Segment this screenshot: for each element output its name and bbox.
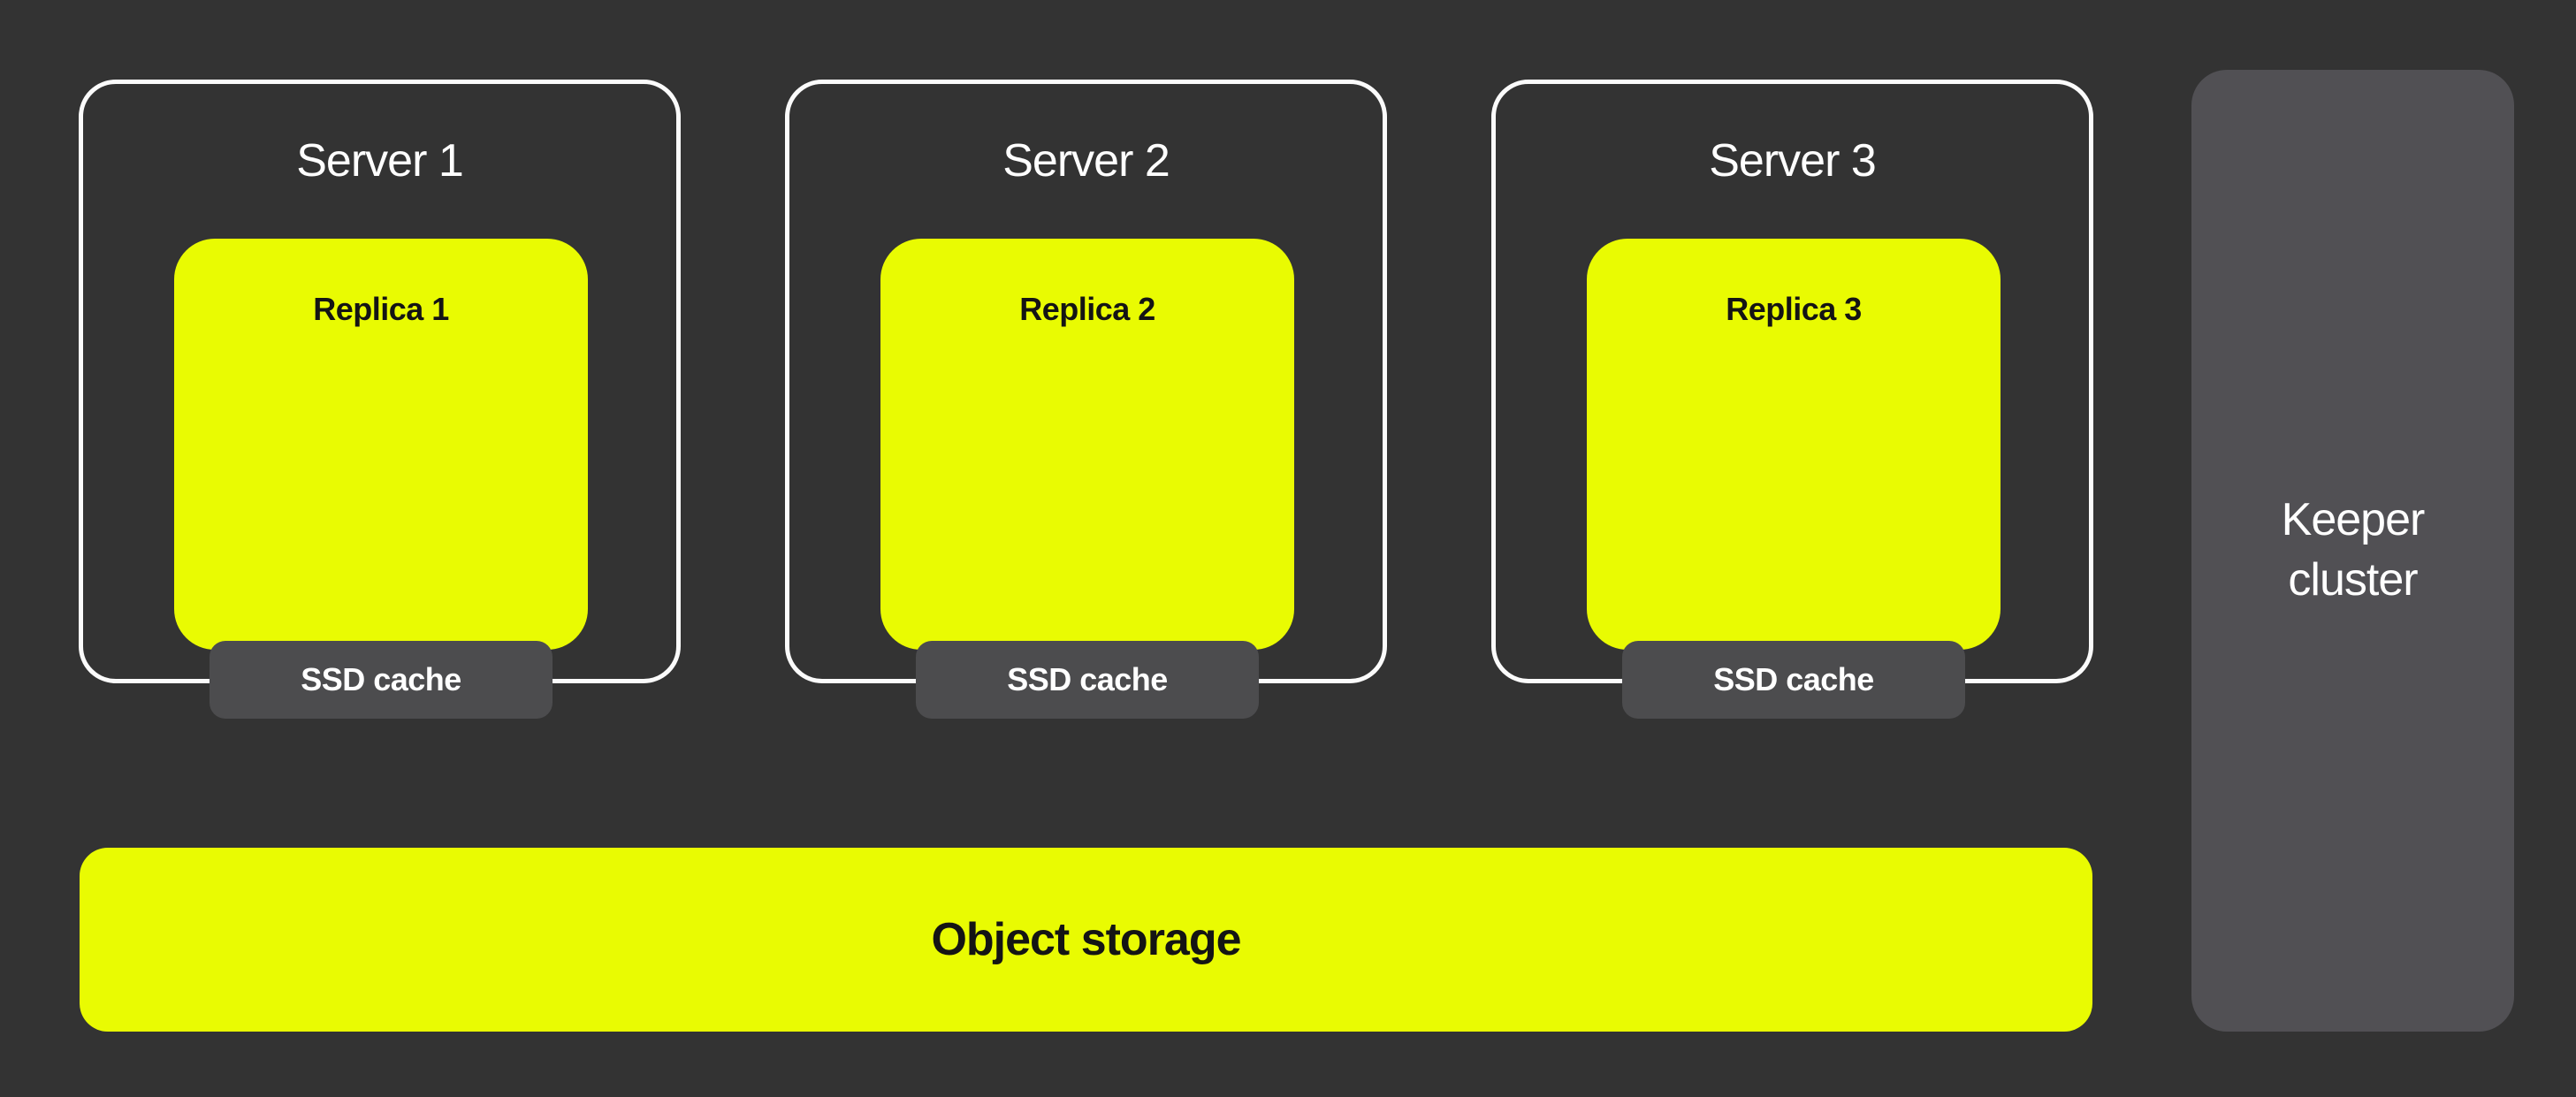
replica-3-label: Replica 3 [1726,291,1862,327]
keeper-cluster-box: Keeper cluster [2191,70,2514,1032]
ssd-cache-1-label: SSD cache [301,661,461,697]
object-storage-label: Object storage [931,914,1241,965]
replica-2-box: Replica 2 [880,239,1294,650]
replica-3-box: Replica 3 [1587,239,2001,650]
ssd-cache-2-chip: SSD cache [916,641,1259,719]
object-storage-bar: Object storage [80,848,2092,1032]
server-3-title: Server 3 [1709,135,1877,187]
server-2-title: Server 2 [1002,135,1170,187]
ssd-cache-3-chip: SSD cache [1622,641,1965,719]
keeper-cluster-label: Keeper cluster [2281,491,2426,610]
ssd-cache-3-label: SSD cache [1713,661,1874,697]
ssd-cache-1-chip: SSD cache [210,641,553,719]
ssd-cache-2-label: SSD cache [1007,661,1168,697]
replica-1-label: Replica 1 [313,291,449,327]
server-1-title: Server 1 [296,135,464,187]
server-3-box: Server 3 Replica 3 SSD cache [1491,80,2093,719]
server-2-box: Server 2 Replica 2 SSD cache [785,80,1387,719]
keeper-cluster-label-line2: cluster [2288,554,2418,606]
server-1-box: Server 1 Replica 1 SSD cache [79,80,681,719]
replica-1-box: Replica 1 [174,239,588,650]
keeper-cluster-label-line1: Keeper [2281,494,2426,546]
replica-2-label: Replica 2 [1019,291,1155,327]
